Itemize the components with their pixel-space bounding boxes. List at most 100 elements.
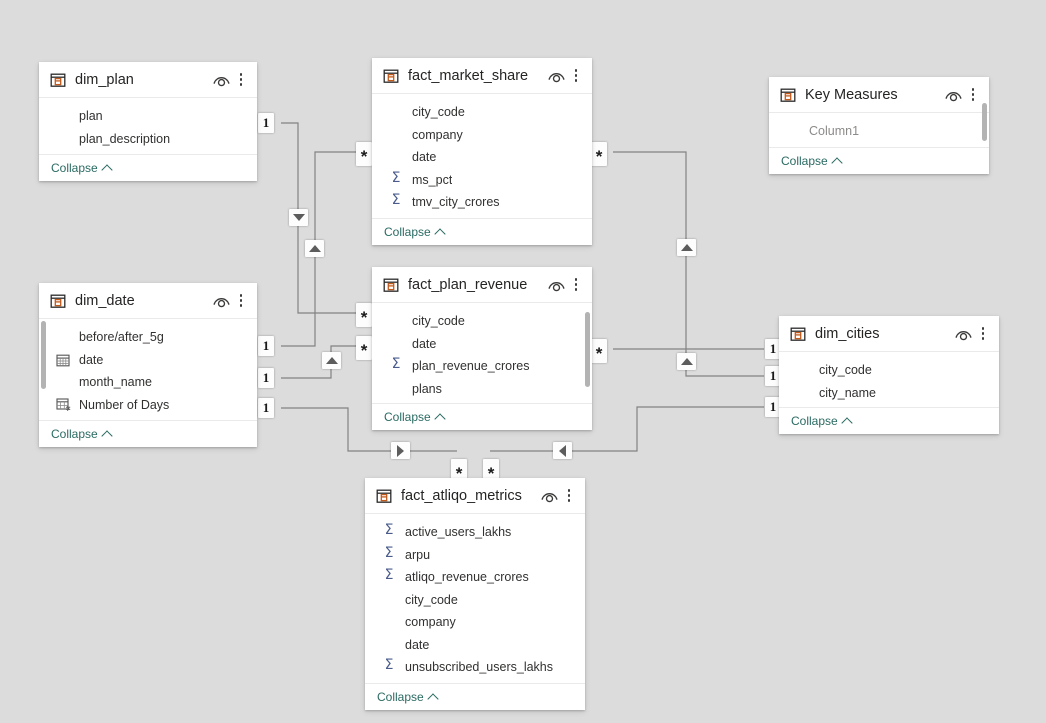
table-header-dim_plan[interactable]: dim_plan — [39, 62, 257, 98]
eye-icon[interactable] — [547, 68, 566, 84]
collapse-button-dim_date[interactable]: Collapse — [39, 420, 257, 447]
field-icon-blank — [381, 592, 397, 608]
more-options-icon[interactable] — [234, 292, 248, 310]
field-row[interactable]: city_code — [372, 310, 592, 333]
cardinality-badge-one: 1 — [258, 398, 274, 418]
field-row[interactable]: plan — [39, 105, 257, 128]
field-row[interactable]: date — [39, 349, 257, 372]
field-row[interactable]: month_name — [39, 371, 257, 394]
field-label: company — [412, 127, 463, 142]
more-options-icon[interactable] — [562, 487, 576, 505]
more-options-icon[interactable] — [569, 67, 583, 85]
collapse-button-key_measures[interactable]: Collapse — [769, 147, 989, 174]
calculated-table-icon — [55, 397, 71, 413]
collapse-button-fact_market_share[interactable]: Collapse — [372, 218, 592, 245]
table-header-dim_cities[interactable]: dim_cities — [779, 316, 999, 352]
table-title: fact_atliqo_metrics — [401, 487, 522, 504]
field-label: tmv_city_crores — [412, 195, 500, 210]
more-options-icon[interactable] — [966, 86, 980, 104]
chevron-up-icon — [434, 413, 446, 425]
table-icon — [50, 293, 66, 309]
sigma-icon: Σ — [391, 356, 401, 373]
field-row[interactable]: Column1 — [769, 120, 989, 143]
eye-icon[interactable] — [540, 488, 559, 504]
field-row[interactable]: company — [365, 611, 585, 634]
table-header-fact_atliqo_metrics[interactable]: fact_atliqo_metrics — [365, 478, 585, 514]
field-label: active_users_lakhs — [405, 525, 512, 540]
table-icon — [383, 68, 399, 84]
more-options-icon[interactable] — [234, 71, 248, 89]
chevron-up-icon — [434, 228, 446, 240]
table-scrollbar[interactable] — [981, 103, 987, 141]
table-icon — [780, 87, 796, 103]
eye-icon[interactable] — [547, 277, 566, 293]
sigma-icon: Σ — [384, 544, 394, 561]
chevron-up-icon — [831, 157, 843, 169]
collapse-button-fact_atliqo_metrics[interactable]: Collapse — [365, 683, 585, 710]
field-row[interactable]: date — [372, 146, 592, 169]
cross-filter-arrow-up-icon — [305, 240, 324, 257]
table-title: fact_plan_revenue — [408, 276, 528, 293]
collapse-button-dim_cities[interactable]: Collapse — [779, 407, 999, 434]
collapse-button-dim_plan[interactable]: Collapse — [39, 154, 257, 181]
collapse-label-wrap: Collapse — [51, 427, 113, 442]
eye-icon[interactable] — [954, 326, 973, 342]
field-row[interactable]: city_code — [365, 589, 585, 612]
table-title: fact_market_share — [408, 67, 529, 84]
more-options-icon[interactable] — [976, 325, 990, 343]
field-label: before/after_5g — [79, 330, 164, 345]
field-row[interactable]: company — [372, 124, 592, 147]
field-label: unsubscribed_users_lakhs — [405, 660, 554, 675]
table-header-fact_market_share[interactable]: fact_market_share — [372, 58, 592, 94]
sigma-icon: Σ — [391, 192, 401, 209]
field-row[interactable]: Number of Days — [39, 394, 257, 417]
eye-icon[interactable] — [944, 87, 963, 103]
relationship-line-dim_date-to-fact_plan_revenue[interactable] — [281, 345, 357, 379]
field-row[interactable]: city_code — [779, 359, 999, 382]
table-header-dim_date[interactable]: dim_date — [39, 283, 257, 319]
cardinality-badge-many: * — [591, 142, 607, 166]
cardinality-badge-many: * — [356, 336, 372, 360]
eye-icon[interactable] — [212, 72, 231, 88]
table-scrollbar[interactable] — [584, 312, 590, 387]
field-row[interactable]: date — [365, 634, 585, 657]
field-row[interactable]: plans — [372, 378, 592, 401]
field-row[interactable]: plan_description — [39, 128, 257, 151]
chevron-up-icon — [101, 430, 113, 442]
collapse-label-wrap: Collapse — [377, 690, 439, 705]
field-label: Number of Days — [79, 397, 170, 412]
collapse-label: Collapse — [791, 414, 838, 428]
field-row[interactable]: date — [372, 333, 592, 356]
cardinality-badge-one: 1 — [258, 368, 274, 388]
field-row[interactable]: city_name — [779, 382, 999, 405]
more-options-icon[interactable] — [569, 276, 583, 294]
eye-icon[interactable] — [212, 293, 231, 309]
collapse-button-fact_plan_revenue[interactable]: Collapse — [372, 403, 592, 430]
table-scrollbar[interactable] — [40, 321, 46, 389]
field-label: date — [412, 150, 437, 165]
chevron-up-icon — [427, 693, 439, 705]
table-header-fact_plan_revenue[interactable]: fact_plan_revenue — [372, 267, 592, 303]
field-row[interactable]: before/after_5g — [39, 326, 257, 349]
table-header-key_measures[interactable]: Key Measures — [769, 77, 989, 113]
collapse-label: Collapse — [51, 161, 98, 175]
cardinality-badge-one: 1 — [765, 397, 781, 417]
field-row[interactable]: city_code — [372, 101, 592, 124]
